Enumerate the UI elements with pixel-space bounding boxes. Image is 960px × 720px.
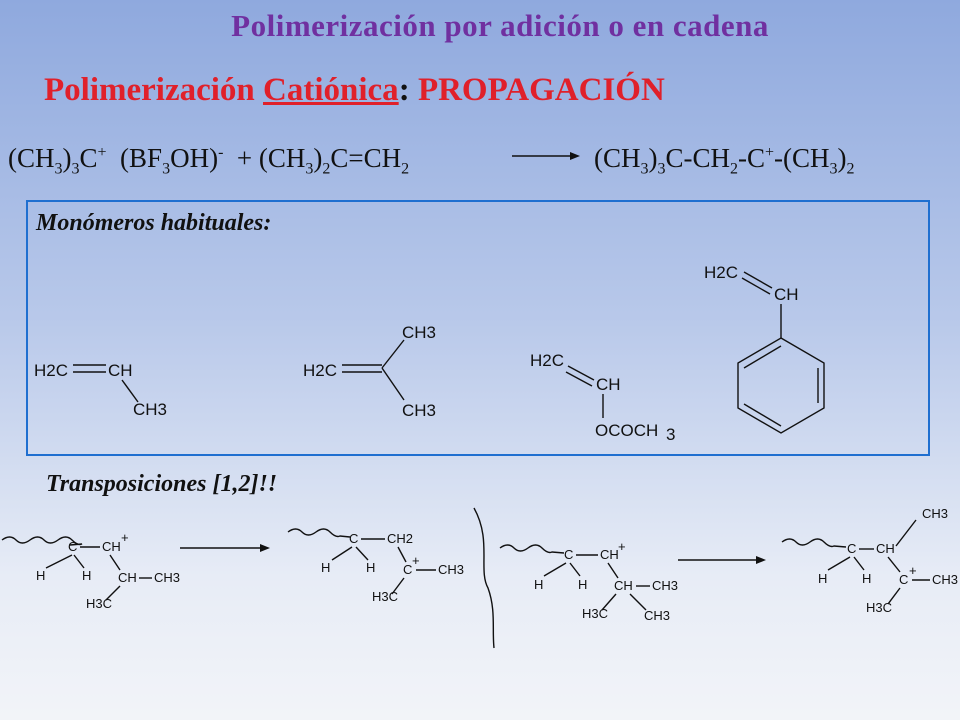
equation-reactants: (CH3)3C+ (BF3OH)- + (CH3)2C=CH2 bbox=[8, 143, 410, 178]
svg-text:H: H bbox=[862, 571, 871, 586]
svg-text:C: C bbox=[847, 541, 856, 556]
svg-text:+: + bbox=[909, 563, 917, 578]
svg-text:CH: CH bbox=[876, 541, 895, 556]
svg-text:H3C: H3C bbox=[866, 600, 892, 615]
svg-text:CH3: CH3 bbox=[644, 608, 670, 623]
rearrangement-1: C CH + H H CH CH3 H3C bbox=[1, 530, 180, 611]
svg-text:CH3: CH3 bbox=[652, 578, 678, 593]
monomers-label: Monómeros habituales: bbox=[36, 210, 272, 236]
vinyl-acetate-structure: H2C CH OCOCH 3 bbox=[530, 351, 675, 444]
subtitle-part2: PROPAGACIÓN bbox=[409, 72, 665, 108]
svg-text:H: H bbox=[818, 571, 827, 586]
svg-text:3: 3 bbox=[666, 425, 675, 444]
rearrangement-label: Transposiciones [1,2]!! bbox=[46, 471, 278, 497]
svg-text:CH3: CH3 bbox=[133, 400, 167, 419]
rearrangement-arrow-2 bbox=[678, 556, 766, 564]
svg-text:H3C: H3C bbox=[582, 606, 608, 621]
svg-text:+: + bbox=[618, 539, 626, 554]
svg-text:CH3: CH3 bbox=[402, 401, 436, 420]
svg-text:CH3: CH3 bbox=[438, 562, 464, 577]
svg-text:H2C: H2C bbox=[530, 351, 564, 370]
isobutylene-structure: H2C CH3 CH3 bbox=[303, 323, 436, 420]
propene-structure: H2C CH CH3 bbox=[34, 361, 167, 419]
subtitle-part1: Polimerización bbox=[44, 72, 264, 108]
svg-text:H: H bbox=[321, 560, 330, 575]
svg-text:CH3: CH3 bbox=[932, 572, 958, 587]
svg-text:CH: CH bbox=[600, 547, 619, 562]
styrene-structure: H2C CH bbox=[704, 263, 825, 434]
svg-text:CH: CH bbox=[118, 570, 137, 585]
slide-subtitle: Polimerización Catiónica: PROPAGACIÓN bbox=[44, 72, 665, 109]
svg-text:C: C bbox=[68, 539, 77, 554]
svg-text:C: C bbox=[349, 531, 358, 546]
divider-curve bbox=[473, 507, 495, 649]
svg-text:C: C bbox=[403, 562, 412, 577]
svg-text:CH3: CH3 bbox=[922, 506, 948, 521]
svg-text:CH: CH bbox=[102, 539, 121, 554]
svg-text:CH: CH bbox=[614, 578, 633, 593]
svg-text:CH3: CH3 bbox=[154, 570, 180, 585]
svg-text:H3C: H3C bbox=[372, 589, 398, 604]
reaction-arrow bbox=[512, 152, 580, 160]
rearrangement-4: C CH H H CH3 C + CH3 H3C bbox=[781, 506, 958, 615]
svg-text:H: H bbox=[578, 577, 587, 592]
svg-text:H: H bbox=[82, 568, 91, 583]
svg-text:CH: CH bbox=[774, 285, 799, 304]
svg-text:CH: CH bbox=[596, 375, 621, 394]
rearrangement-2: C CH2 H H C + CH3 H3C bbox=[287, 528, 464, 604]
svg-text:H: H bbox=[534, 577, 543, 592]
rearrangement-arrow-1 bbox=[180, 544, 270, 552]
svg-text:CH3: CH3 bbox=[402, 323, 436, 342]
svg-text:+: + bbox=[121, 530, 129, 545]
svg-text:+: + bbox=[412, 553, 420, 568]
svg-text:OCOCH: OCOCH bbox=[595, 421, 658, 440]
subtitle-colon: : bbox=[398, 72, 410, 108]
svg-text:C: C bbox=[564, 547, 573, 562]
rearrangement-3: C CH + H H CH CH3 H3C CH3 bbox=[499, 539, 678, 623]
equation-product: (CH3)3C-CH2-C+-(CH3)2 bbox=[594, 143, 855, 178]
svg-text:H: H bbox=[366, 560, 375, 575]
svg-text:H: H bbox=[36, 568, 45, 583]
slide-title: Polimerización por adición o en cadena bbox=[231, 8, 769, 43]
svg-text:H2C: H2C bbox=[34, 361, 68, 380]
svg-text:H3C: H3C bbox=[86, 596, 112, 611]
svg-text:H2C: H2C bbox=[303, 361, 337, 380]
svg-text:C: C bbox=[899, 572, 908, 587]
svg-text:CH: CH bbox=[108, 361, 133, 380]
monomers-box bbox=[26, 200, 930, 456]
svg-text:CH2: CH2 bbox=[387, 531, 413, 546]
subtitle-underlined: Catiónica bbox=[263, 72, 399, 108]
svg-text:H2C: H2C bbox=[704, 263, 738, 282]
